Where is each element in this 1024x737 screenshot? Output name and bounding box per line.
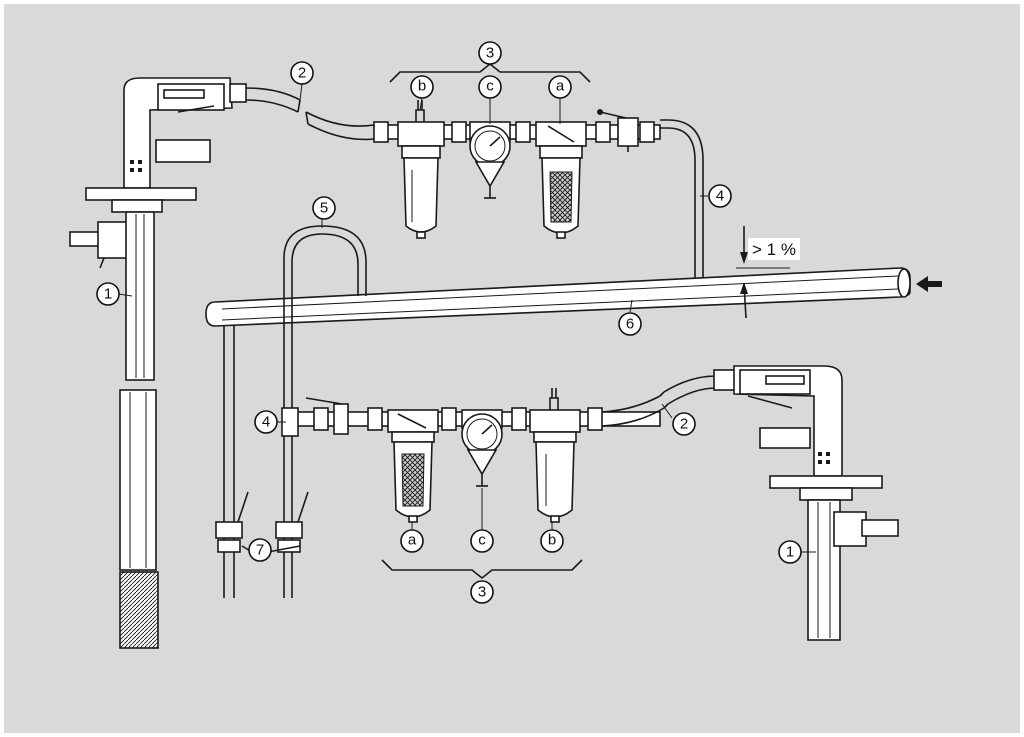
- callout-drop-left: 4: [254, 410, 278, 434]
- callout-hose-lower: 2: [672, 412, 696, 436]
- callout-main-line: 6: [618, 312, 642, 336]
- callout-pump-lower-right: 1: [778, 540, 802, 564]
- callout-label: c: [486, 78, 494, 95]
- callout-lower-b: b: [540, 529, 564, 553]
- callout-label: a: [408, 532, 417, 549]
- callout-label: a: [556, 78, 565, 95]
- callout-group-upper: 3: [478, 41, 502, 65]
- callout-pump-upper-left: 1: [96, 282, 120, 306]
- main-air-line: [205, 267, 911, 327]
- callout-label: 1: [786, 544, 794, 561]
- callout-upper-c: c: [478, 75, 502, 99]
- callout-upper-b: b: [410, 75, 434, 99]
- callout-group-lower: 3: [470, 580, 494, 604]
- lower-maintenance-unit: [281, 388, 661, 523]
- callout-drain-valves: 7: [248, 538, 272, 562]
- callout-upper-a: a: [548, 75, 572, 99]
- hose-upper: [245, 87, 375, 141]
- drop-pipes-left: [215, 326, 309, 598]
- callout-label: b: [548, 532, 556, 549]
- hose-lower: [601, 375, 717, 427]
- slope-label: > 1 %: [752, 240, 796, 259]
- arrow-left-icon: [916, 276, 942, 292]
- upper-maintenance-unit: [373, 100, 661, 239]
- brace-lower: [381, 559, 583, 580]
- callout-label: 3: [478, 584, 486, 601]
- callout-label: c: [478, 532, 486, 549]
- callout-hose-upper: 2: [290, 61, 314, 85]
- callout-label: 7: [256, 542, 264, 559]
- pump-lower-right: [713, 365, 899, 641]
- callout-label: b: [418, 78, 426, 95]
- callout-label: 4: [262, 414, 270, 431]
- callout-label: 4: [716, 188, 724, 205]
- callout-gooseneck: 5: [312, 196, 336, 220]
- slope-indicator: > 1 %: [736, 226, 800, 319]
- callout-lower-a: a: [400, 529, 424, 553]
- callout-label: 3: [486, 45, 494, 62]
- callout-drop-right: 4: [708, 184, 732, 208]
- callout-label: 2: [298, 65, 306, 82]
- callout-lower-c: c: [470, 529, 494, 553]
- callout-label: 6: [626, 316, 634, 333]
- pump-upper-left: [69, 77, 247, 649]
- callout-label: 1: [104, 286, 112, 303]
- callout-label: 2: [680, 416, 688, 433]
- callout-label: 5: [320, 200, 328, 217]
- drop-pipe-right: [660, 119, 704, 278]
